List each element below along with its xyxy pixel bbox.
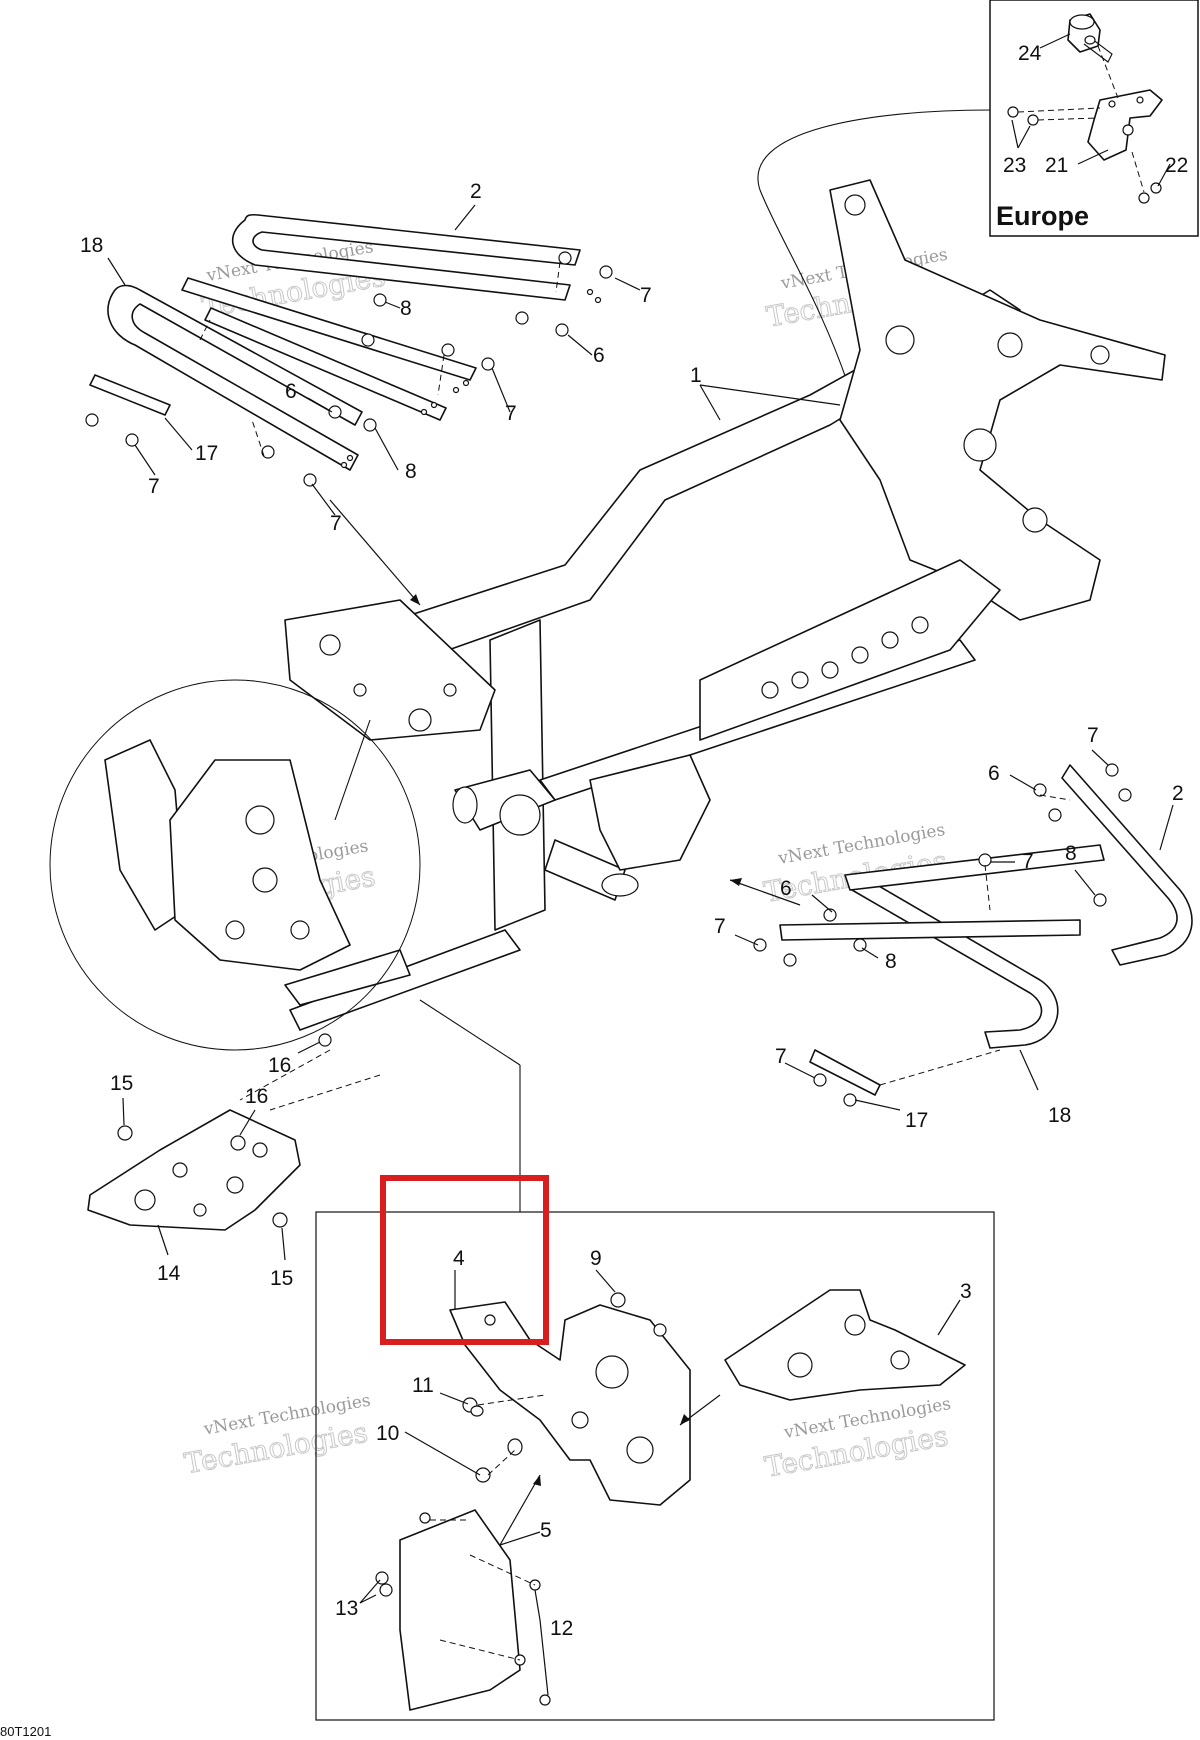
- callout-21: 21: [1045, 154, 1068, 177]
- front-rack-hardware: [753, 763, 1132, 1107]
- callout-18: 18: [80, 234, 103, 257]
- inset-leader-curve: [757, 109, 991, 391]
- callout-2: 2: [1172, 782, 1184, 805]
- leader-lines: [107, 204, 1174, 1696]
- main-frame-part-1: [284, 179, 1166, 1047]
- callout-10: 10: [376, 1422, 399, 1445]
- rack-rail-part-2: [231, 213, 581, 301]
- rack-crossbar: [181, 277, 477, 381]
- bottom-inset-frame: [315, 1211, 995, 1721]
- frame-rear-mid-plate: [589, 754, 711, 871]
- callout-7: 7: [1022, 850, 1034, 873]
- europe-label: Europe: [996, 201, 1089, 231]
- magnifier-bracket: [169, 759, 351, 971]
- callout-16: 16: [245, 1085, 268, 1108]
- drawing-code: 80T1201: [0, 1724, 51, 1739]
- callout-17: 17: [195, 442, 218, 465]
- bracket-part-21: [1087, 89, 1163, 161]
- highlight-box[interactable]: [380, 1175, 549, 1345]
- callout-3: 3: [960, 1280, 972, 1303]
- callout-4: 4: [453, 1247, 465, 1270]
- callout-14: 14: [157, 1262, 181, 1285]
- front-rack-assembly: [729, 763, 1193, 1107]
- callout-23: 23: [1003, 154, 1026, 177]
- callout-6: 6: [285, 380, 297, 403]
- frame-front-tower: [829, 179, 1166, 621]
- callout-2: 2: [470, 180, 482, 203]
- callout-16: 16: [268, 1054, 291, 1077]
- callout-1: 1: [690, 364, 702, 387]
- front-rack-crossbar: [844, 844, 1105, 891]
- cover-part-5: [399, 1509, 521, 1711]
- rack-hardware: [85, 251, 613, 487]
- callout-8: 8: [405, 460, 417, 483]
- frame-rear-skid-bracket: [284, 949, 411, 1006]
- watermark-bottom-right: vNext Technologies Technologies: [762, 1394, 953, 1484]
- callout-7: 7: [505, 402, 517, 425]
- callout-22: 22: [1165, 154, 1188, 177]
- callout-18: 18: [1048, 1104, 1071, 1127]
- callout-7: 7: [775, 1045, 787, 1068]
- callout-6: 6: [780, 877, 792, 900]
- front-rack-rail-part-2: [1061, 764, 1193, 966]
- callout-7: 7: [148, 475, 160, 498]
- callout-5: 5: [540, 1519, 552, 1542]
- bottom-inset: [315, 999, 995, 1721]
- callout-17: 17: [905, 1109, 928, 1132]
- callout-7: 7: [714, 915, 726, 938]
- frame-lower-rear-rail: [289, 929, 521, 1031]
- callout-7: 7: [640, 284, 652, 307]
- callout-8: 8: [885, 950, 897, 973]
- front-rack-rail-part-18: [851, 874, 1059, 1049]
- rack-bracket-part-17: [89, 374, 171, 416]
- callout-13: 13: [335, 1597, 358, 1620]
- callout-11: 11: [412, 1374, 434, 1397]
- bottom-inset-hardware: [375, 1292, 667, 1706]
- callout-7: 7: [330, 512, 342, 535]
- rack-crossbar: [204, 307, 447, 421]
- rack-slot-holes: [340, 288, 602, 469]
- callout-8: 8: [1065, 842, 1077, 865]
- callout-15: 15: [110, 1072, 133, 1095]
- callout-15: 15: [270, 1267, 293, 1290]
- rear-rack-assembly: [85, 213, 613, 606]
- skid-plate-part-3: [724, 1289, 966, 1401]
- callout-6: 6: [988, 762, 1000, 785]
- callout-9: 9: [590, 1247, 602, 1270]
- callouts: 2 18 7 6 8 7 6 8 17 7 7 1 7 6 2 7 8 6 8 …: [80, 42, 1188, 1640]
- callout-6: 6: [593, 344, 605, 367]
- callout-24: 24: [1018, 42, 1042, 65]
- skid-plate-part-14: [87, 1049, 381, 1231]
- watermark-bottom-left: vNext Technologies Technologies: [181, 1391, 372, 1481]
- front-rack-crossbar: [779, 919, 1081, 941]
- europe-inset: Europe: [989, 0, 1199, 237]
- rack-rail-part-18: [107, 284, 363, 471]
- front-rack-bracket-part-17: [809, 1049, 881, 1096]
- callout-12: 12: [550, 1617, 573, 1640]
- frame-pivot-tubes: [452, 769, 639, 901]
- detail-magnifier: [49, 679, 421, 1051]
- key-switch-part-24: [1067, 13, 1113, 63]
- callout-7: 7: [1087, 724, 1099, 747]
- frame-rear-crossmember: [284, 599, 496, 741]
- callout-8: 8: [400, 297, 412, 320]
